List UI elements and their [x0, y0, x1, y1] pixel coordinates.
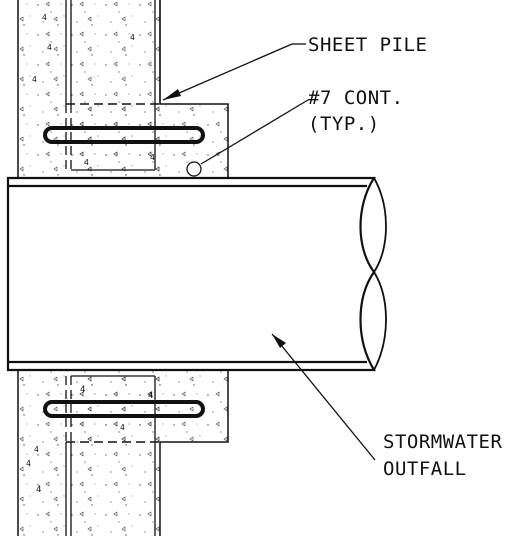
sheet-pile: [65, 0, 161, 536]
lower-concrete-wall: 4 4 4 4 4 4: [17, 370, 229, 536]
outfall-leader: [271, 333, 376, 461]
sheet-pile-label: SHEET PILE: [308, 34, 427, 56]
outfall-label-line1: STORMWATER: [383, 431, 502, 453]
sheet-pile-leader: [162, 43, 306, 101]
svg-text:4: 4: [84, 158, 89, 167]
svg-text:4: 4: [148, 391, 154, 401]
svg-text:4: 4: [36, 485, 42, 495]
svg-text:4: 4: [34, 445, 39, 454]
svg-text:4: 4: [42, 13, 47, 22]
rebar-cont-circle: [186, 161, 202, 177]
svg-text:4: 4: [130, 33, 135, 42]
rebar-hairpin-upper: [43, 126, 205, 144]
svg-text:4: 4: [26, 459, 31, 468]
svg-text:4: 4: [32, 75, 37, 84]
outfall-label-line2: OUTFALL: [383, 458, 467, 480]
stormwater-pipe: [6, 176, 387, 372]
svg-text:4: 4: [80, 385, 86, 395]
svg-text:4: 4: [47, 43, 52, 52]
svg-text:4: 4: [120, 423, 125, 432]
upper-concrete-wall: 4 4 4 4 4 4: [17, 0, 229, 178]
svg-text:4: 4: [150, 153, 155, 162]
rebar-leader: [200, 99, 309, 165]
rebar-label-line1: #7 CONT.: [308, 87, 404, 109]
rebar-label-line2: (TYP.): [308, 113, 380, 135]
rebar-hairpin-lower: [43, 400, 205, 418]
